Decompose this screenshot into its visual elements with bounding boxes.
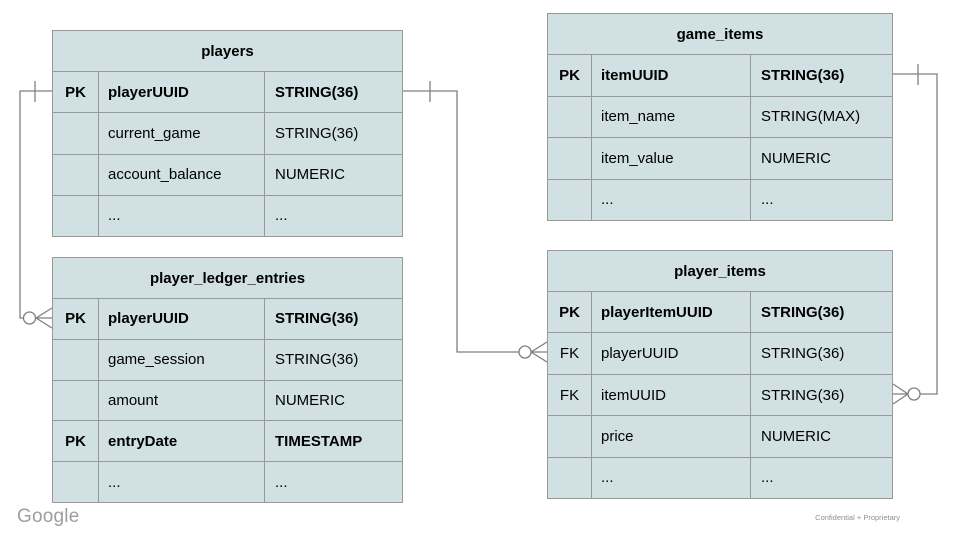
key-cell: [548, 138, 592, 179]
table-row: current_game STRING(36): [53, 112, 402, 154]
connector-players-to-player-ledger-entries: [19, 81, 53, 329]
field-name-cell: ...: [99, 195, 265, 236]
key-cell: PK: [548, 55, 592, 96]
key-cell: [53, 195, 99, 236]
connector-game-items-to-player-items: [892, 64, 938, 405]
field-name-cell: itemUUID: [592, 55, 751, 96]
field-name-cell: ...: [592, 457, 751, 499]
table-row: price NUMERIC: [548, 415, 892, 457]
field-type-cell: ...: [275, 207, 288, 225]
google-logo: Google: [17, 506, 80, 527]
table-title: player_ledger_entries: [149, 269, 306, 287]
field-type-cell: NUMERIC: [761, 427, 831, 445]
key-cell: [548, 179, 592, 220]
zero-cardinality-circle: [907, 387, 921, 401]
key-cell: [53, 339, 99, 380]
table-row: amount NUMERIC: [53, 379, 402, 421]
key-cell: [53, 154, 99, 195]
table-row: ......: [548, 456, 892, 499]
field-name-cell: playerItemUUID: [592, 292, 751, 333]
field-type-cell: NUMERIC: [761, 149, 831, 167]
connector-line: [19, 90, 52, 319]
table-title: players: [201, 42, 254, 60]
field-type-cell: STRING(MAX): [761, 108, 861, 126]
field-type-cell: STRING(36): [275, 351, 359, 369]
key-cell: [548, 96, 592, 137]
key-cell: PK: [53, 299, 99, 339]
table-row: game_session STRING(36): [53, 338, 402, 380]
connector-line: [403, 90, 519, 353]
table-title: game_items: [676, 25, 764, 43]
field-type-cell: STRING(36): [275, 310, 359, 328]
field-name-cell: current_game: [99, 113, 265, 154]
field-type-cell: STRING(36): [761, 303, 845, 321]
field-type-cell: ...: [761, 469, 774, 487]
field-name-cell: item_value: [592, 138, 751, 179]
table-row: ......: [53, 194, 402, 236]
key-cell: [548, 457, 592, 499]
key-cell: PK: [548, 292, 592, 333]
field-type-cell: TIMESTAMP: [275, 432, 363, 450]
field-type-cell: STRING(36): [761, 345, 845, 363]
field-name-cell: playerUUID: [99, 72, 265, 113]
key-cell: [53, 462, 99, 502]
many-crowfoot-icon: [892, 383, 909, 405]
key-cell: FK: [548, 374, 592, 416]
field-name-cell: item_name: [592, 96, 751, 137]
field-name-cell: playerUUID: [99, 299, 265, 339]
key-cell: PK: [53, 72, 99, 113]
field-type-cell: STRING(36): [275, 83, 359, 101]
field-name-cell: game_session: [99, 339, 265, 380]
key-cell: FK: [548, 333, 592, 374]
key-cell: [548, 416, 592, 457]
field-type-cell: ...: [761, 191, 774, 209]
table-row: ......: [53, 461, 402, 502]
table-row: ......: [548, 178, 892, 220]
field-name-cell: price: [592, 416, 751, 457]
field-name-cell: itemUUID: [592, 374, 751, 416]
connector-players-to-player-items: [403, 81, 548, 363]
field-type-cell: STRING(36): [761, 66, 845, 84]
field-type-cell: STRING(36): [761, 386, 845, 404]
table-row: item_name STRING(MAX): [548, 95, 892, 137]
connector-line: [893, 73, 938, 395]
field-type-cell: NUMERIC: [275, 391, 345, 409]
key-cell: [53, 113, 99, 154]
many-crowfoot-icon: [530, 341, 548, 363]
field-name-cell: ...: [99, 462, 265, 502]
many-crowfoot-icon: [35, 307, 53, 329]
field-name-cell: entryDate: [99, 421, 265, 462]
field-name-cell: amount: [99, 380, 265, 421]
field-type-cell: ...: [275, 473, 288, 491]
field-name-cell: ...: [592, 179, 751, 220]
field-name-cell: account_balance: [99, 154, 265, 195]
zero-cardinality-circle: [518, 345, 532, 359]
field-type-cell: STRING(36): [275, 124, 359, 142]
field-name-cell: playerUUID: [592, 333, 751, 374]
zero-cardinality-circle: [22, 311, 37, 325]
key-cell: [53, 380, 99, 421]
table-title: player_items: [674, 262, 766, 280]
confidentiality-note: Confidential + Proprietary: [815, 513, 900, 522]
table-row: item_value NUMERIC: [548, 137, 892, 179]
key-cell: PK: [53, 421, 99, 462]
table-row: account_balance NUMERIC: [53, 153, 402, 195]
field-type-cell: NUMERIC: [275, 166, 345, 184]
